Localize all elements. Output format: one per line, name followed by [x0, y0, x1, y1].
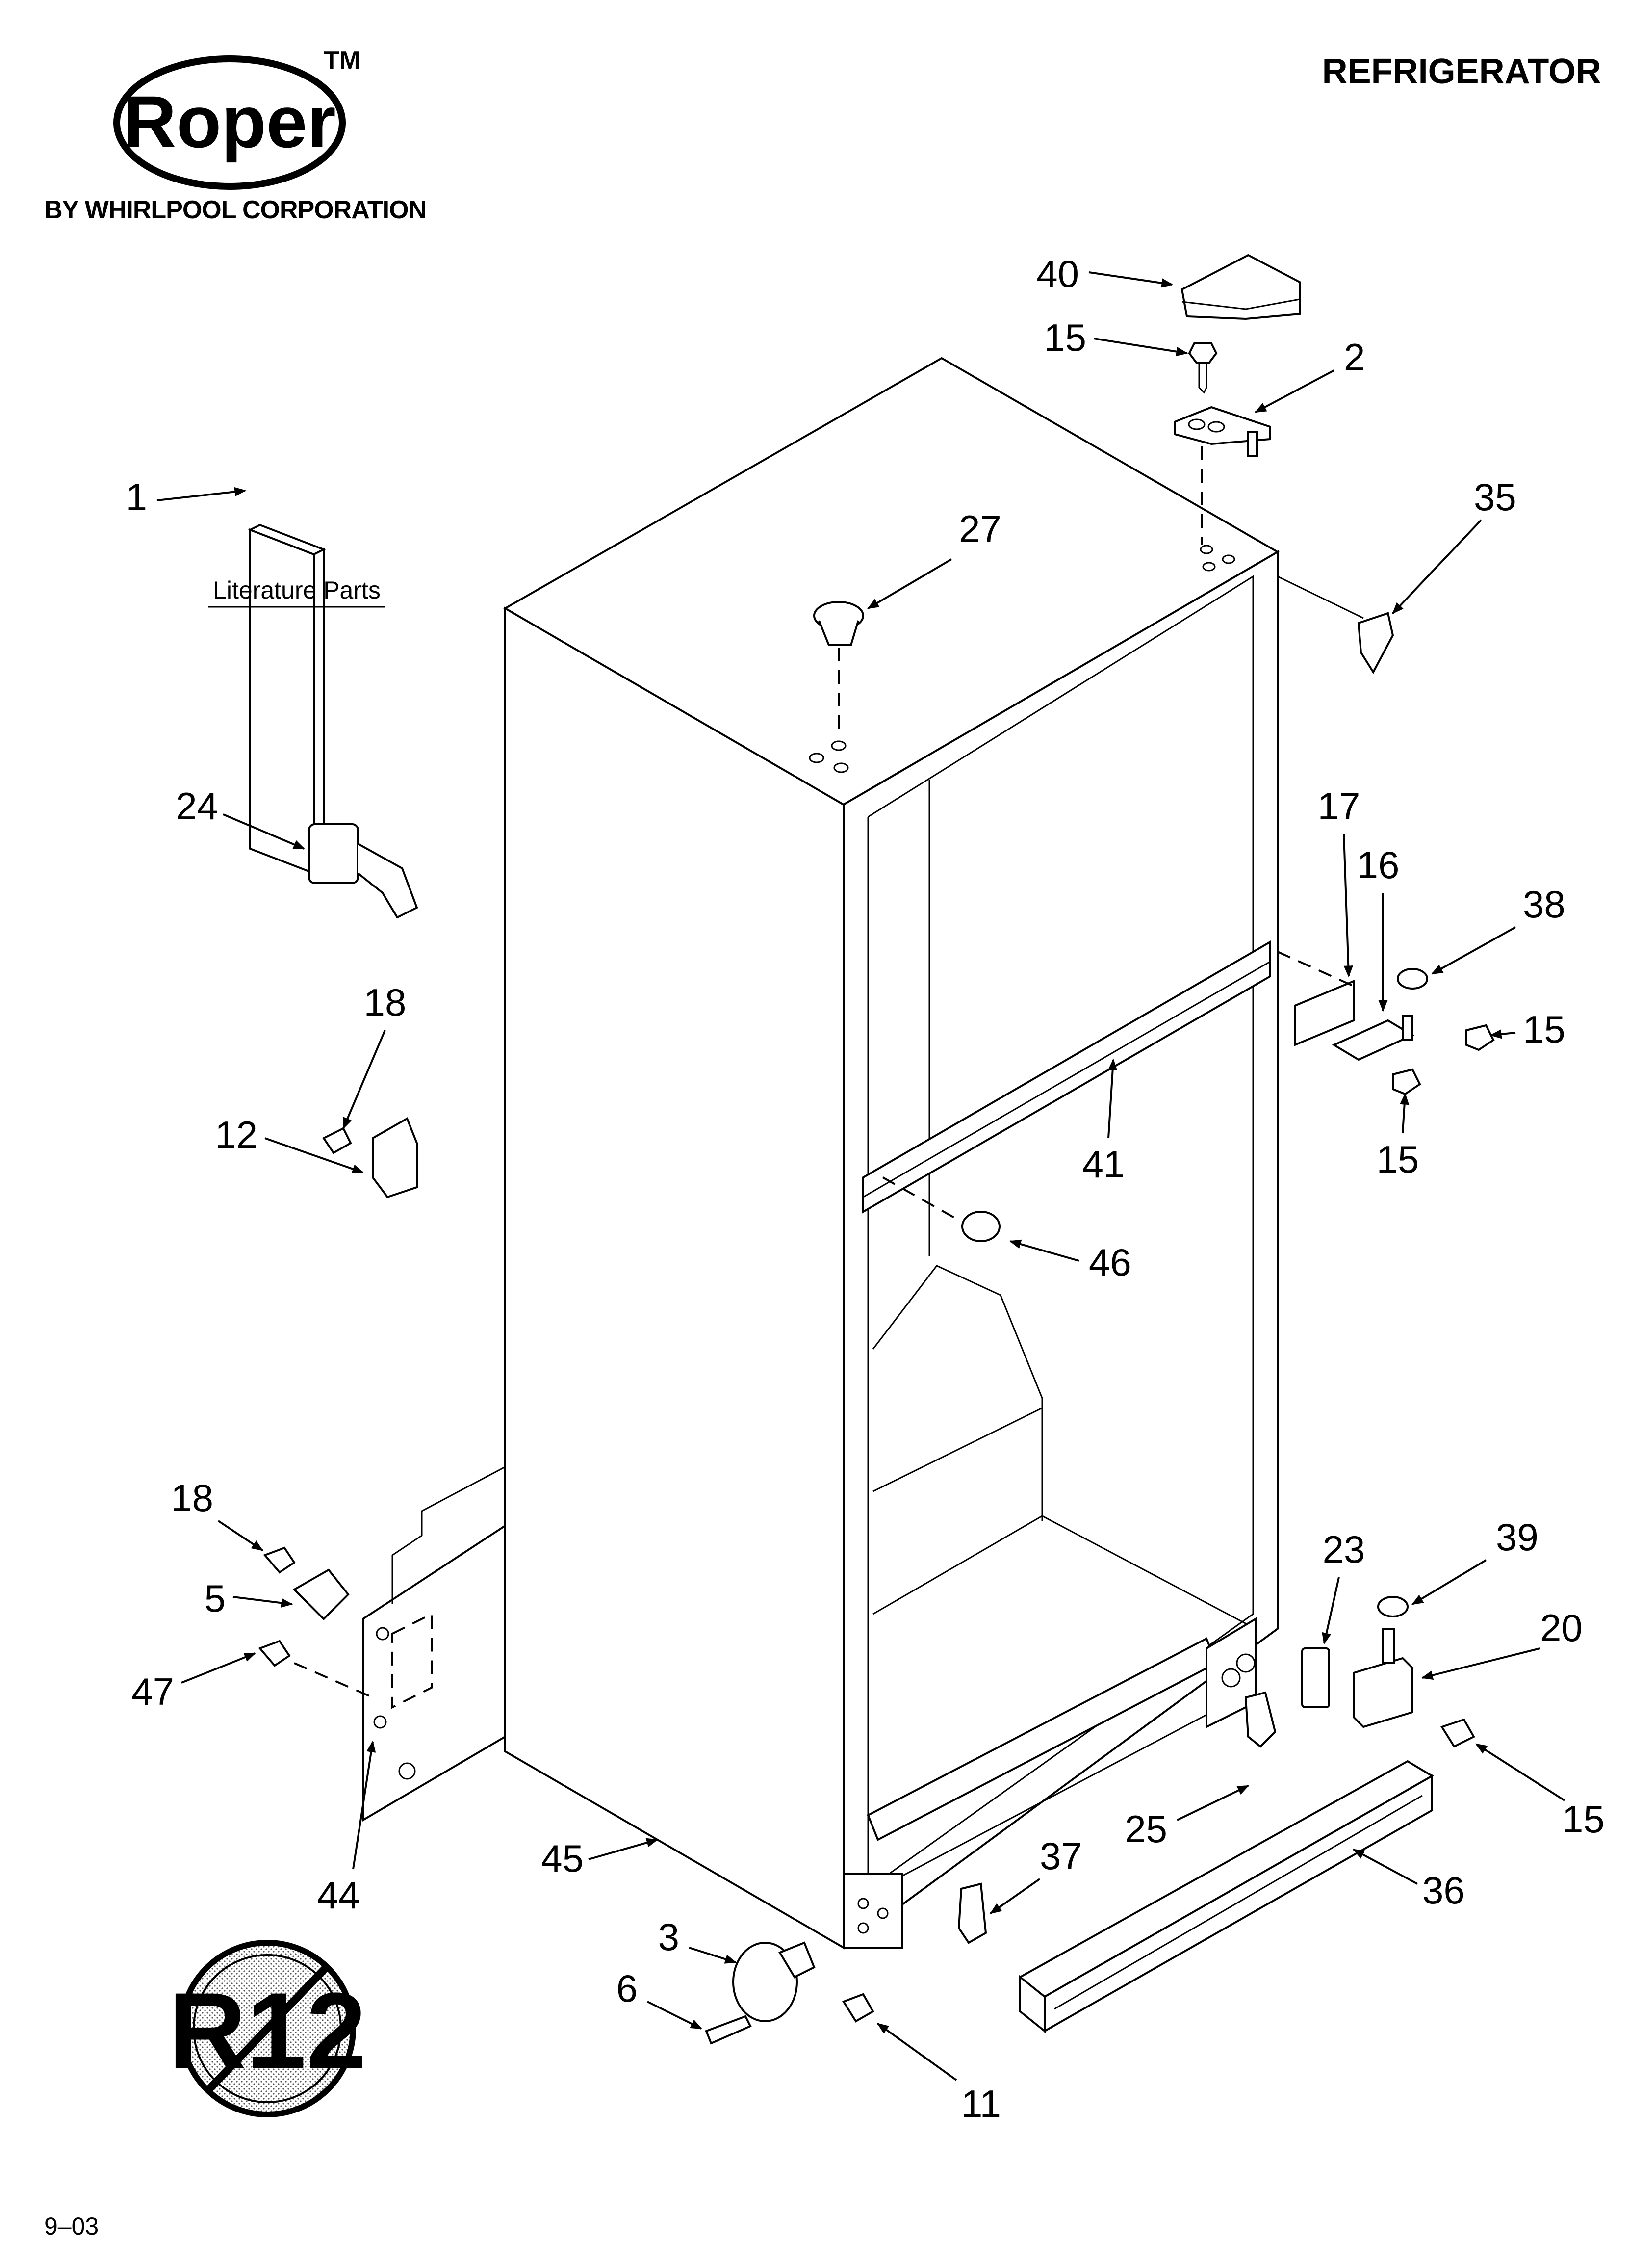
washer-38 — [1397, 968, 1428, 990]
washer-39 — [1377, 1596, 1409, 1617]
callout-3: 3 — [658, 1915, 679, 1958]
brand-subtitle: BY WHIRLPOOL CORPORATION — [44, 196, 426, 224]
rear-access-panel — [362, 1466, 506, 1822]
divider-rail — [862, 940, 1271, 1214]
page-title: REFRIGERATOR — [1322, 52, 1601, 91]
callout-15-mid-right: 15 — [1523, 1008, 1565, 1051]
callout-20: 20 — [1540, 1606, 1583, 1649]
callout-23: 23 — [1323, 1528, 1365, 1571]
callout-2: 2 — [1344, 336, 1365, 379]
callout-12: 12 — [215, 1113, 257, 1156]
literature-booklet — [248, 523, 326, 875]
shim-23 — [1301, 1647, 1330, 1708]
center-hinge — [1294, 980, 1415, 1061]
callout-46: 46 — [1089, 1241, 1131, 1284]
top-hinge — [1174, 406, 1271, 457]
door-stop-pin — [308, 823, 418, 919]
callout-36: 36 — [1422, 1869, 1465, 1912]
callout-27: 27 — [959, 507, 1001, 550]
callout-15-mid: 15 — [1377, 1138, 1419, 1181]
callout-41: 41 — [1082, 1143, 1125, 1186]
callout-1: 1 — [126, 475, 147, 519]
callout-18-lower: 18 — [171, 1476, 213, 1519]
brand-name: Roper — [123, 80, 335, 163]
callout-40: 40 — [1036, 252, 1079, 295]
bottom-hinge — [1353, 1628, 1413, 1728]
callout-6: 6 — [616, 1967, 638, 2010]
cabinet-body — [503, 357, 1280, 1950]
callout-44: 44 — [317, 1874, 360, 1917]
grille-clip-25 — [1244, 1691, 1277, 1748]
callout-35: 35 — [1474, 475, 1516, 519]
center-hinge-screws — [1392, 1024, 1495, 1095]
callout-11: 11 — [961, 2082, 1001, 2125]
clamp-5 — [292, 1568, 350, 1620]
screw-15-lower — [1440, 1718, 1475, 1748]
top-hinge-screw — [1188, 342, 1218, 394]
screw-18-lower — [263, 1546, 296, 1574]
callout-16: 16 — [1357, 843, 1400, 886]
screw-47 — [258, 1640, 291, 1667]
brand-logo: Roper TM BY WHIRLPOOL CORPORATION — [44, 46, 427, 224]
rail-plug — [961, 1211, 1001, 1242]
callout-45: 45 — [541, 1837, 584, 1880]
callout-37: 37 — [1040, 1834, 1082, 1877]
callout-47: 47 — [131, 1670, 174, 1713]
grille-clip-37 — [957, 1882, 987, 1944]
callout-15-top: 15 — [1044, 316, 1086, 359]
wire-clip — [322, 1117, 418, 1199]
hinge-cover — [1180, 254, 1301, 320]
callout-24: 24 — [176, 784, 218, 828]
no-r12-badge: R12 — [168, 1940, 366, 2117]
callout-38: 38 — [1523, 883, 1565, 926]
top-plug — [813, 601, 864, 646]
hinge-pin-cap — [1357, 612, 1394, 674]
callout-5: 5 — [205, 1577, 226, 1620]
callout-25: 25 — [1125, 1807, 1167, 1851]
callout-15-bottom: 15 — [1562, 1798, 1605, 1841]
trademark-mark: TM — [324, 46, 360, 75]
callout-18-upper: 18 — [364, 981, 407, 1024]
screw-6 — [705, 2015, 752, 2045]
callout-17: 17 — [1318, 784, 1360, 828]
screw-11 — [842, 1993, 874, 2023]
date-code: 9–03 — [44, 2213, 99, 2240]
toe-grille — [1018, 1760, 1434, 2033]
callout-39: 39 — [1496, 1515, 1539, 1559]
literature-parts-label: Literature Parts — [213, 576, 381, 604]
leveling-roller — [732, 1941, 816, 2022]
